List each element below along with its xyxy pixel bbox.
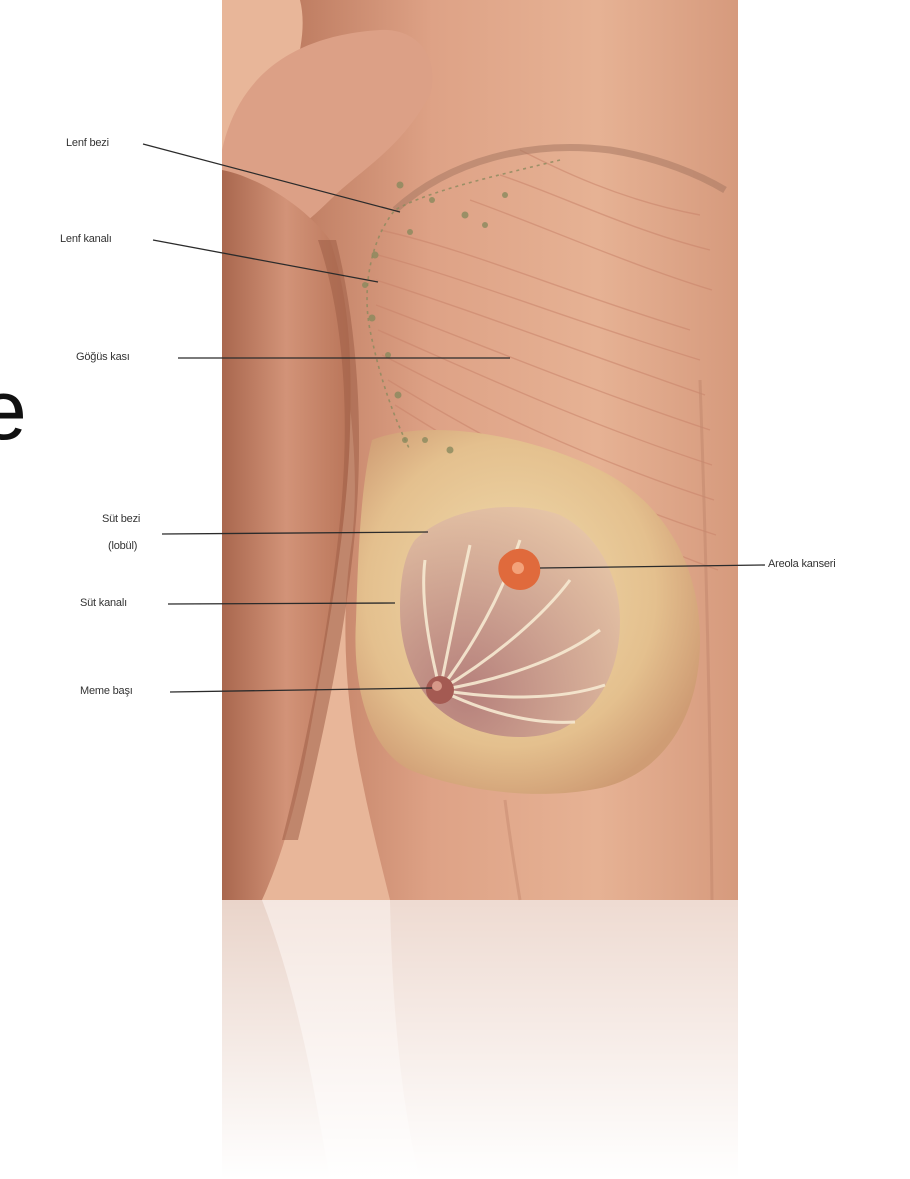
tumor-core	[512, 562, 524, 574]
label-meme-basi: Meme başı	[80, 685, 133, 698]
nipple-highlight	[432, 681, 442, 691]
label-sut-bezi: Süt bezi	[102, 513, 140, 526]
image-reflection	[222, 900, 738, 1179]
label-sut-kanali: Süt kanalı	[80, 597, 127, 610]
label-gogus-kasi: Göğüs kası	[76, 351, 130, 364]
label-lenf-kanali: Lenf kanalı	[60, 233, 112, 246]
label-sut-bezi-lobul: (lobül)	[108, 540, 137, 553]
label-areola: Areola kanseri	[768, 558, 836, 571]
partial-slide-text: e	[0, 368, 27, 452]
label-lenf-bezi: Lenf bezi	[66, 137, 109, 150]
milk-duct-fan	[400, 507, 620, 737]
